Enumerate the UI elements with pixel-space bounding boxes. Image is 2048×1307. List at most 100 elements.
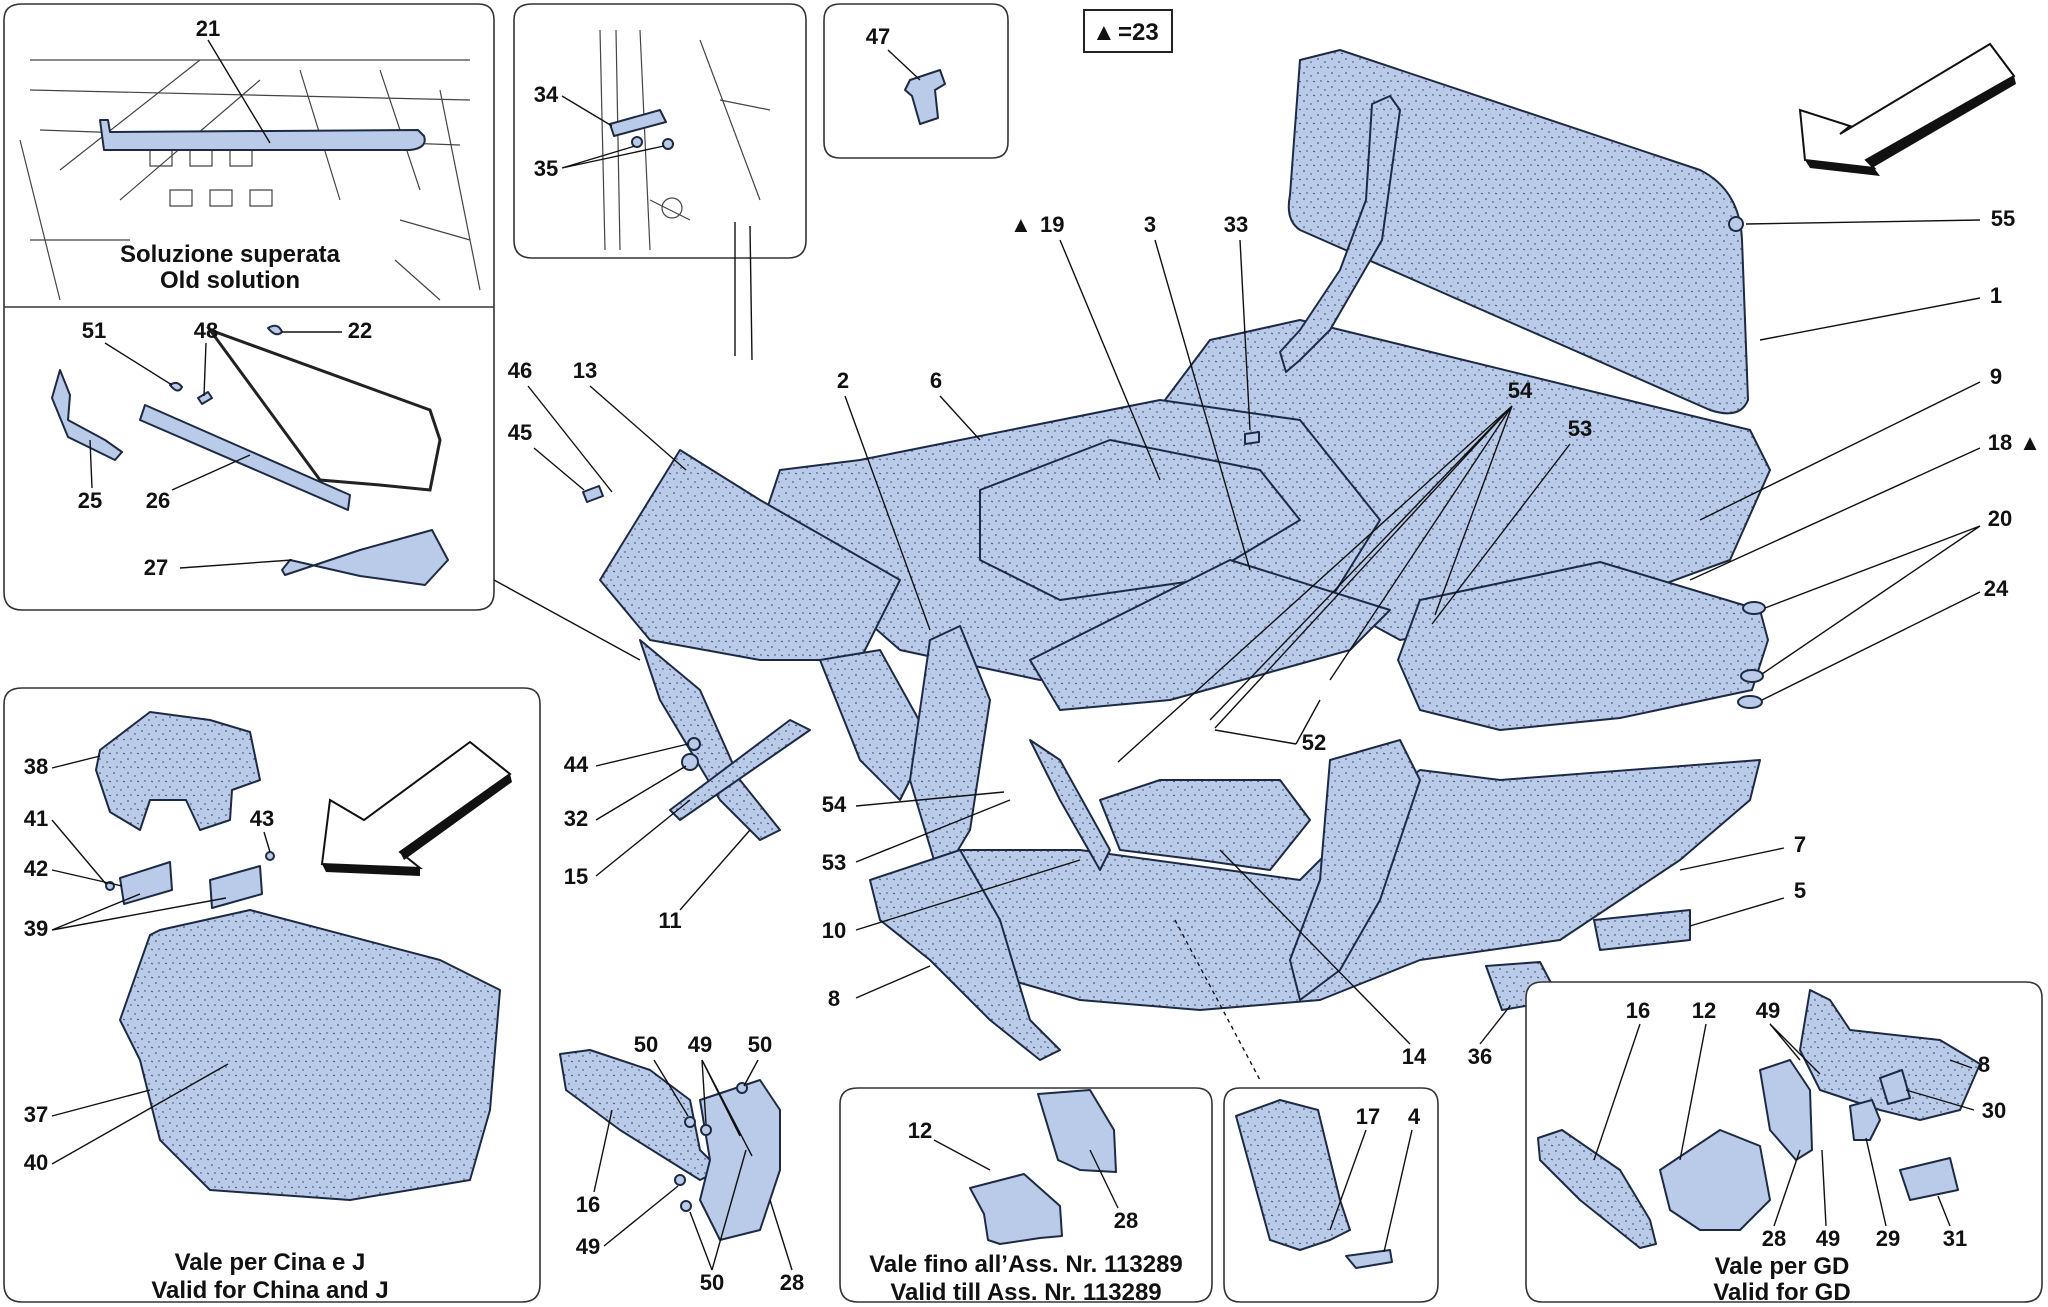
bracket-28-till — [1037, 1089, 1117, 1173]
callout-49-gd-top: 49 — [1756, 998, 1780, 1023]
callout-21: 21 — [196, 16, 220, 41]
callout-10: 10 — [822, 918, 846, 943]
cap-55 — [1728, 216, 1744, 232]
callout-18: 18 — [1988, 430, 2012, 455]
callout-43: 43 — [250, 806, 274, 831]
direction-arrow-icon — [1798, 42, 2016, 176]
bracket-28-main — [699, 1079, 781, 1241]
bracket-25 — [51, 369, 123, 461]
pad-17 — [1235, 1099, 1351, 1251]
pad-5 — [1593, 909, 1691, 951]
callout-52: 52 — [1302, 730, 1326, 755]
old-crossmember-bar — [99, 119, 426, 151]
caption-china-en: Valid for China and J — [151, 1277, 388, 1304]
callout-38: 38 — [24, 754, 48, 779]
marker-19: ▲ — [1010, 212, 1032, 237]
callout-20: 20 — [1988, 506, 2012, 531]
callout-53-top: 53 — [1568, 416, 1592, 441]
callout-54-top: 54 — [1508, 378, 1533, 403]
callout-24: 24 — [1984, 576, 2009, 601]
grommet-20a — [1742, 601, 1766, 615]
callout-25: 25 — [78, 488, 102, 513]
callout-26: 26 — [146, 488, 170, 513]
screw-35b — [662, 138, 674, 150]
callout-34: 34 — [534, 82, 559, 107]
callout-41: 41 — [24, 806, 48, 831]
bracket-12-till — [969, 1173, 1063, 1245]
inset-old-solution: 21 Soluzione superata Old solution 51 48… — [3, 3, 495, 611]
callout-51: 51 — [82, 318, 106, 343]
callout-12-till: 12 — [908, 1118, 932, 1143]
mat-19 — [979, 439, 1301, 601]
brace-15 — [669, 719, 811, 821]
callout-47: 47 — [866, 24, 890, 49]
callout-12-gd: 12 — [1692, 998, 1716, 1023]
screw-49c — [674, 1174, 686, 1186]
callout-42: 42 — [24, 856, 48, 881]
callout-50-top-right: 50 — [748, 1032, 772, 1057]
callout-4: 4 — [1408, 1104, 1421, 1129]
callout-48: 48 — [194, 318, 218, 343]
callout-17: 17 — [1356, 1104, 1380, 1129]
screw-35a — [631, 136, 643, 148]
inset-47: 47 — [823, 3, 1009, 159]
push-clip-47 — [904, 69, 946, 125]
caption-old-solution-en: Old solution — [160, 267, 300, 294]
bracket-30-gd — [1879, 1069, 1911, 1105]
nut-50a — [684, 1116, 696, 1128]
trim-11 — [639, 639, 781, 841]
grommet-20b — [1740, 669, 1764, 683]
callout-46: 46 — [508, 358, 532, 383]
callout-2: 2 — [837, 368, 849, 393]
callout-8-main: 8 — [828, 986, 840, 1011]
callout-16-gd: 16 — [1626, 998, 1650, 1023]
clip-4 — [1345, 1249, 1393, 1269]
bracket-52 — [1029, 739, 1111, 871]
inset-china-j: 38 41 42 43 39 37 40 Vale per Cina e J V… — [3, 687, 541, 1304]
callout-50-top-left: 50 — [634, 1032, 658, 1057]
callout-44: 44 — [564, 752, 589, 777]
callout-7: 7 — [1794, 832, 1806, 857]
callout-15: 15 — [564, 864, 588, 889]
side-panel-13 — [599, 449, 901, 661]
group-16-28-49-50: 50 49 50 16 49 50 28 — [559, 1032, 804, 1295]
strap-33 — [1279, 95, 1401, 373]
rear-bulkhead-1 — [1287, 49, 1749, 415]
tunnel-cover — [1289, 739, 1421, 1001]
callout-32: 32 — [564, 806, 588, 831]
callout-8-gd: 8 — [1978, 1052, 1990, 1077]
screw-44 — [687, 737, 701, 751]
caption-old-solution-it: Soluzione superata — [120, 241, 341, 268]
inset-till-ass: 12 28 Vale fino all’Ass. Nr. 113289 Vali… — [839, 1087, 1213, 1306]
callout-27: 27 — [144, 555, 168, 580]
callout-22: 22 — [348, 318, 372, 343]
callout-54-left: 54 — [822, 792, 847, 817]
callout-31: 31 — [1943, 1226, 1967, 1251]
screw-43 — [265, 851, 275, 861]
callout-6: 6 — [930, 368, 942, 393]
nut-50b — [680, 1200, 692, 1212]
marker-18: ▲ — [2019, 430, 2041, 455]
tray-14 — [1099, 779, 1311, 871]
bracket-28-gd — [1759, 1059, 1813, 1161]
screw-49a — [700, 1124, 712, 1136]
callout-5: 5 — [1794, 878, 1806, 903]
callout-40: 40 — [24, 1150, 48, 1175]
caption-china-it: Vale per Cina e J — [175, 1249, 366, 1276]
tunnel-cover-37 — [119, 909, 501, 1201]
bracket-34 — [609, 109, 667, 137]
fastener-33 — [1244, 431, 1260, 445]
panel-16-gd — [1537, 1129, 1657, 1249]
callout-13: 13 — [573, 358, 597, 383]
clip-45 — [582, 485, 604, 503]
callout-28-main: 28 — [780, 1270, 804, 1295]
callout-49-bottom: 49 — [576, 1234, 600, 1259]
callout-3: 3 — [1144, 212, 1156, 237]
callout-11: 11 — [658, 908, 681, 933]
callout-55: 55 — [1991, 206, 2015, 231]
callout-16-main: 16 — [576, 1192, 600, 1217]
callout-35: 35 — [534, 156, 558, 181]
trim-8-gd — [1799, 989, 1981, 1121]
callout-28-gd: 28 — [1762, 1226, 1786, 1251]
plate-39a — [119, 861, 173, 905]
